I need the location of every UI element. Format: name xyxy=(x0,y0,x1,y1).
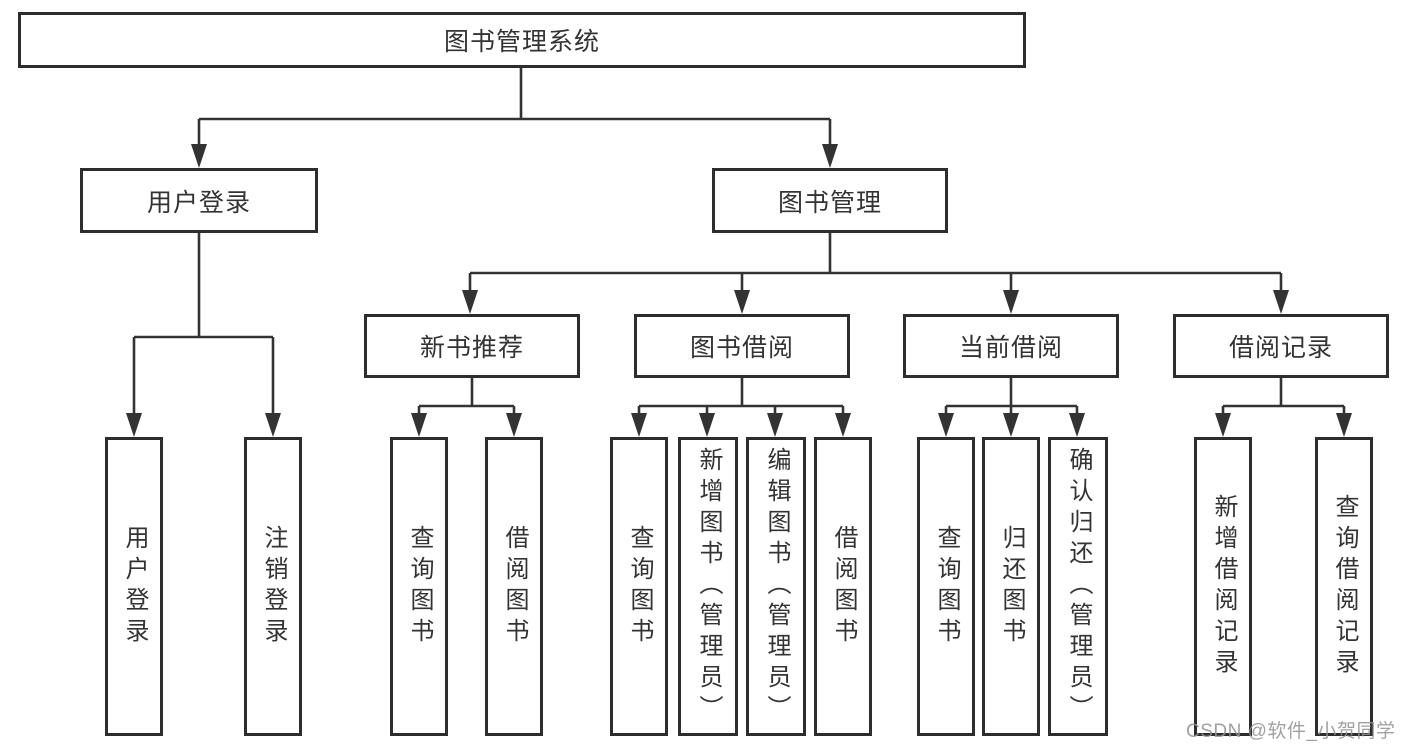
leaf-logout: 注销登录 xyxy=(244,437,302,736)
node-new-book-recommend-label: 新书推荐 xyxy=(419,334,524,362)
leaf-borrow-books: 借阅图书 xyxy=(814,437,872,736)
leaf-logout-label: 注销登录 xyxy=(260,524,287,649)
leaf-edit-books-admin: 编辑图书（管理员） xyxy=(746,437,806,736)
leaf-current-query-books-label: 查询图书 xyxy=(933,524,960,649)
leaf-add-books-admin: 新增图书（管理员） xyxy=(678,437,738,736)
node-book-borrow: 图书借阅 xyxy=(634,314,850,378)
leaf-recommend-query-books-label: 查询图书 xyxy=(406,524,433,649)
node-new-book-recommend: 新书推荐 xyxy=(364,314,580,378)
connector-userlogin-to-leaves xyxy=(126,233,281,437)
csdn-watermark: CSDN @软件_小贺同学 xyxy=(1186,721,1396,742)
leaf-borrow-books-label: 借阅图书 xyxy=(830,524,857,649)
leaf-confirm-return-admin-label: 确认归还（管理员） xyxy=(1065,447,1092,726)
node-current-borrow-label: 当前借阅 xyxy=(958,334,1063,362)
leaf-query-borrow-record: 查询借阅记录 xyxy=(1315,437,1373,736)
leaf-return-books-label: 归还图书 xyxy=(998,524,1025,649)
node-book-management-label: 图书管理 xyxy=(777,188,882,217)
leaf-add-borrow-record-label: 新增借阅记录 xyxy=(1210,493,1237,680)
leaf-recommend-query-books: 查询图书 xyxy=(390,437,448,736)
connector-root-to-level2 xyxy=(191,68,838,168)
leaf-borrow-query-books: 查询图书 xyxy=(610,437,668,736)
node-root-label: 图书管理系统 xyxy=(443,28,600,56)
connector-bookborrow-to-leaves xyxy=(631,378,851,437)
leaf-borrow-query-books-label: 查询图书 xyxy=(626,524,653,649)
node-root-library-system: 图书管理系统 xyxy=(18,12,1026,68)
leaf-edit-books-admin-label: 编辑图书（管理员） xyxy=(763,447,790,726)
leaf-add-borrow-record: 新增借阅记录 xyxy=(1194,437,1252,736)
leaf-add-books-admin-label: 新增图书（管理员） xyxy=(695,447,722,726)
leaf-query-borrow-record-label: 查询借阅记录 xyxy=(1331,493,1358,680)
leaf-recommend-borrow-books: 借阅图书 xyxy=(485,437,543,736)
node-borrow-record-label: 借阅记录 xyxy=(1228,334,1333,362)
leaf-user-login: 用户登录 xyxy=(105,437,163,736)
node-current-borrow: 当前借阅 xyxy=(903,314,1119,378)
leaf-confirm-return-admin: 确认归还（管理员） xyxy=(1048,437,1108,736)
leaf-current-query-books: 查询图书 xyxy=(917,437,975,736)
connector-currentborrow-to-leaves xyxy=(938,378,1085,437)
node-book-management: 图书管理 xyxy=(712,168,948,233)
node-borrow-record: 借阅记录 xyxy=(1173,314,1389,378)
connector-borrowrecord-to-leaves xyxy=(1215,378,1352,437)
node-user-login: 用户登录 xyxy=(80,168,318,233)
connector-bookmgmt-to-level3 xyxy=(462,233,1289,314)
leaf-user-login-label: 用户登录 xyxy=(121,524,148,649)
leaf-return-books: 归还图书 xyxy=(982,437,1040,736)
node-user-login-label: 用户登录 xyxy=(146,188,251,217)
leaf-recommend-borrow-books-label: 借阅图书 xyxy=(501,524,528,649)
node-book-borrow-label: 图书借阅 xyxy=(689,334,794,362)
connector-newbook-to-leaves xyxy=(411,378,522,437)
